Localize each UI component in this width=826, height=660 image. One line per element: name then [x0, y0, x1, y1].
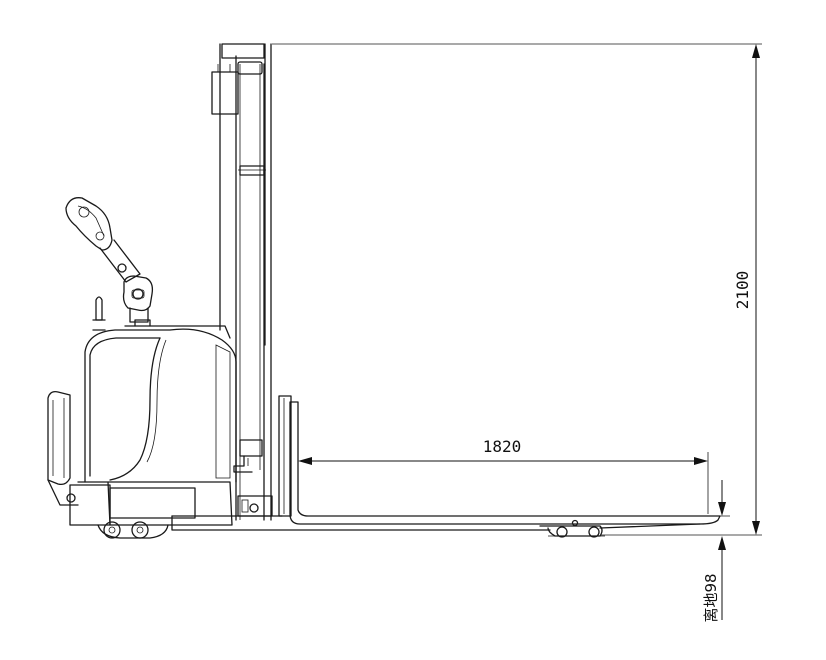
truck-body [69, 319, 237, 526]
ground-clearance-label: 离地98 [702, 573, 720, 622]
lift-height-label: 2100 [733, 271, 752, 310]
drive-wheel [97, 521, 169, 539]
fork-length-dimension: 1820 [297, 404, 709, 514]
height-dimension: 2100 [272, 43, 762, 536]
mast [211, 43, 273, 521]
fork-length-label: 1820 [483, 437, 522, 456]
warning-light-post [92, 296, 106, 331]
clearance-dimension: 离地98 [700, 480, 730, 623]
tiller-handle [65, 197, 154, 323]
fork-assembly [171, 395, 721, 538]
folding-platform [47, 390, 79, 506]
